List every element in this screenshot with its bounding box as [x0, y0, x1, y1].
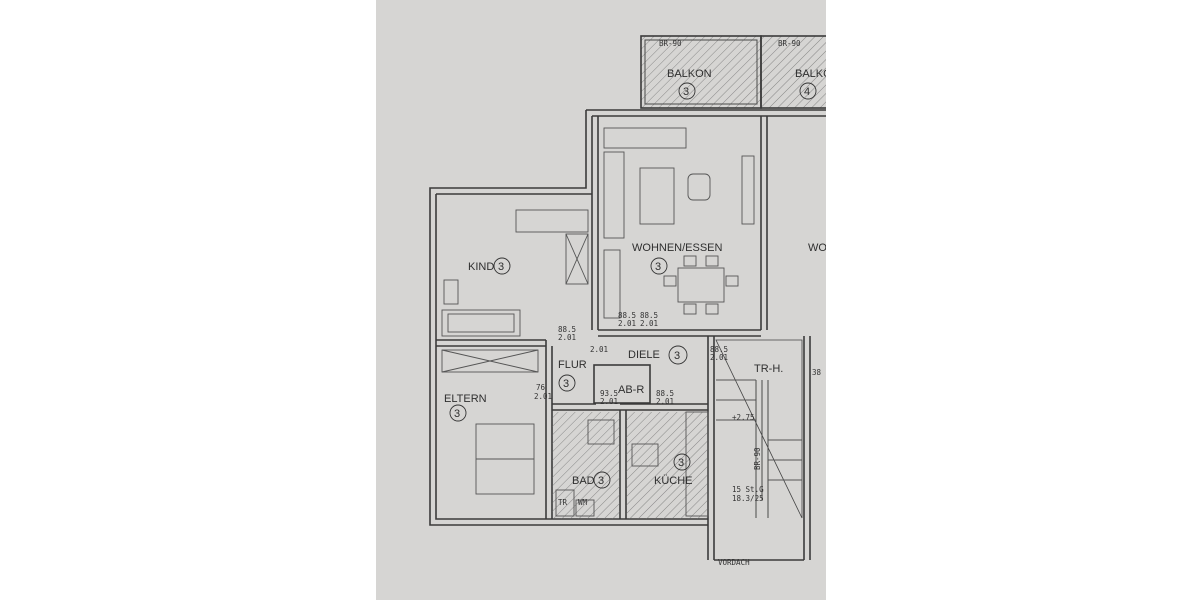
tr-label: TR	[558, 498, 568, 507]
stairs-steps: 15 St.G	[732, 485, 764, 494]
kitchen-fixtures	[631, 411, 709, 517]
eltern-furniture	[441, 349, 539, 495]
dim-flur-h: 2.01	[590, 345, 608, 354]
diele-number: 3	[674, 350, 680, 362]
bad-number: 3	[598, 475, 604, 487]
dim-stair-door-w: 88.5	[710, 345, 728, 354]
dim-living-door2-h: 2.01	[640, 319, 658, 328]
bath-fixtures	[555, 419, 615, 517]
wm-label: WM	[578, 498, 588, 507]
balkon4-label: BALKO	[795, 68, 826, 80]
dim-living-door2-w: 88.5	[640, 311, 658, 320]
vordach-label: VORDACH	[718, 558, 750, 567]
floor-plan-sheet: BALKON 3 BALKO 4 WOHNEN/ESSEN 3 WO KIND …	[376, 0, 826, 600]
balcony-4	[760, 35, 826, 109]
abr-label: AB-R	[618, 384, 644, 396]
wohnen-number: 3	[655, 261, 661, 273]
balcony-3	[640, 35, 762, 109]
dim-living-door1-h: 2.01	[618, 319, 636, 328]
bath-floor-hatch	[552, 412, 620, 519]
staircase	[715, 339, 803, 519]
balkon3-number: 3	[683, 86, 689, 98]
dim-kitchen-door-w: 88.5	[656, 389, 674, 398]
kuche-number: 3	[678, 457, 684, 469]
br90-stair: BR-90	[753, 447, 762, 470]
balkon4-number: 4	[804, 86, 810, 98]
stairs-ratio: 18.3/25	[732, 494, 764, 503]
diele-label: DIELE	[628, 349, 660, 361]
dim-kitchen-door-h: 2.01	[656, 397, 674, 406]
floor-plan: BALKON 3 BALKO 4 WOHNEN/ESSEN 3 WO KIND …	[429, 35, 826, 567]
br90-1: BR-90	[659, 39, 682, 48]
dim-38: 38	[812, 368, 822, 377]
exterior-walls	[429, 109, 826, 561]
living-furniture	[603, 127, 755, 319]
room-number-markers	[449, 82, 817, 489]
eltern-label: ELTERN	[444, 393, 487, 405]
dim-abr-w: 93.5	[600, 389, 618, 398]
dim-living-door1-w: 88.5	[618, 311, 636, 320]
dim-stair-door-h: 2.01	[710, 353, 728, 362]
bad-label: BAD	[572, 475, 595, 487]
flur-number: 3	[563, 378, 569, 390]
flur-label: FLUR	[558, 359, 587, 371]
dim-kind-door-w: 88.5	[558, 325, 576, 334]
dim-eltern-door-w: 76	[536, 383, 546, 392]
kind-furniture	[441, 209, 589, 337]
dim-kind-door-h: 2.01	[558, 333, 576, 342]
kuche-label: KÜCHE	[654, 475, 693, 487]
kitchen-floor-hatch	[626, 412, 708, 519]
br90-2: BR-90	[778, 39, 801, 48]
balkon3-label: BALKON	[667, 68, 712, 80]
dim-eltern-door-h: 2.01	[534, 392, 552, 401]
eltern-number: 3	[454, 408, 460, 420]
kind-number: 3	[498, 261, 504, 273]
trh-label: TR-H.	[754, 363, 783, 375]
wohnen-label: WOHNEN/ESSEN	[632, 242, 723, 254]
level-plus-275: +2.75	[732, 413, 755, 422]
wo-label: WO	[808, 242, 826, 254]
kind-label: KIND	[468, 261, 494, 273]
dim-abr-h: 2.01	[600, 397, 618, 406]
